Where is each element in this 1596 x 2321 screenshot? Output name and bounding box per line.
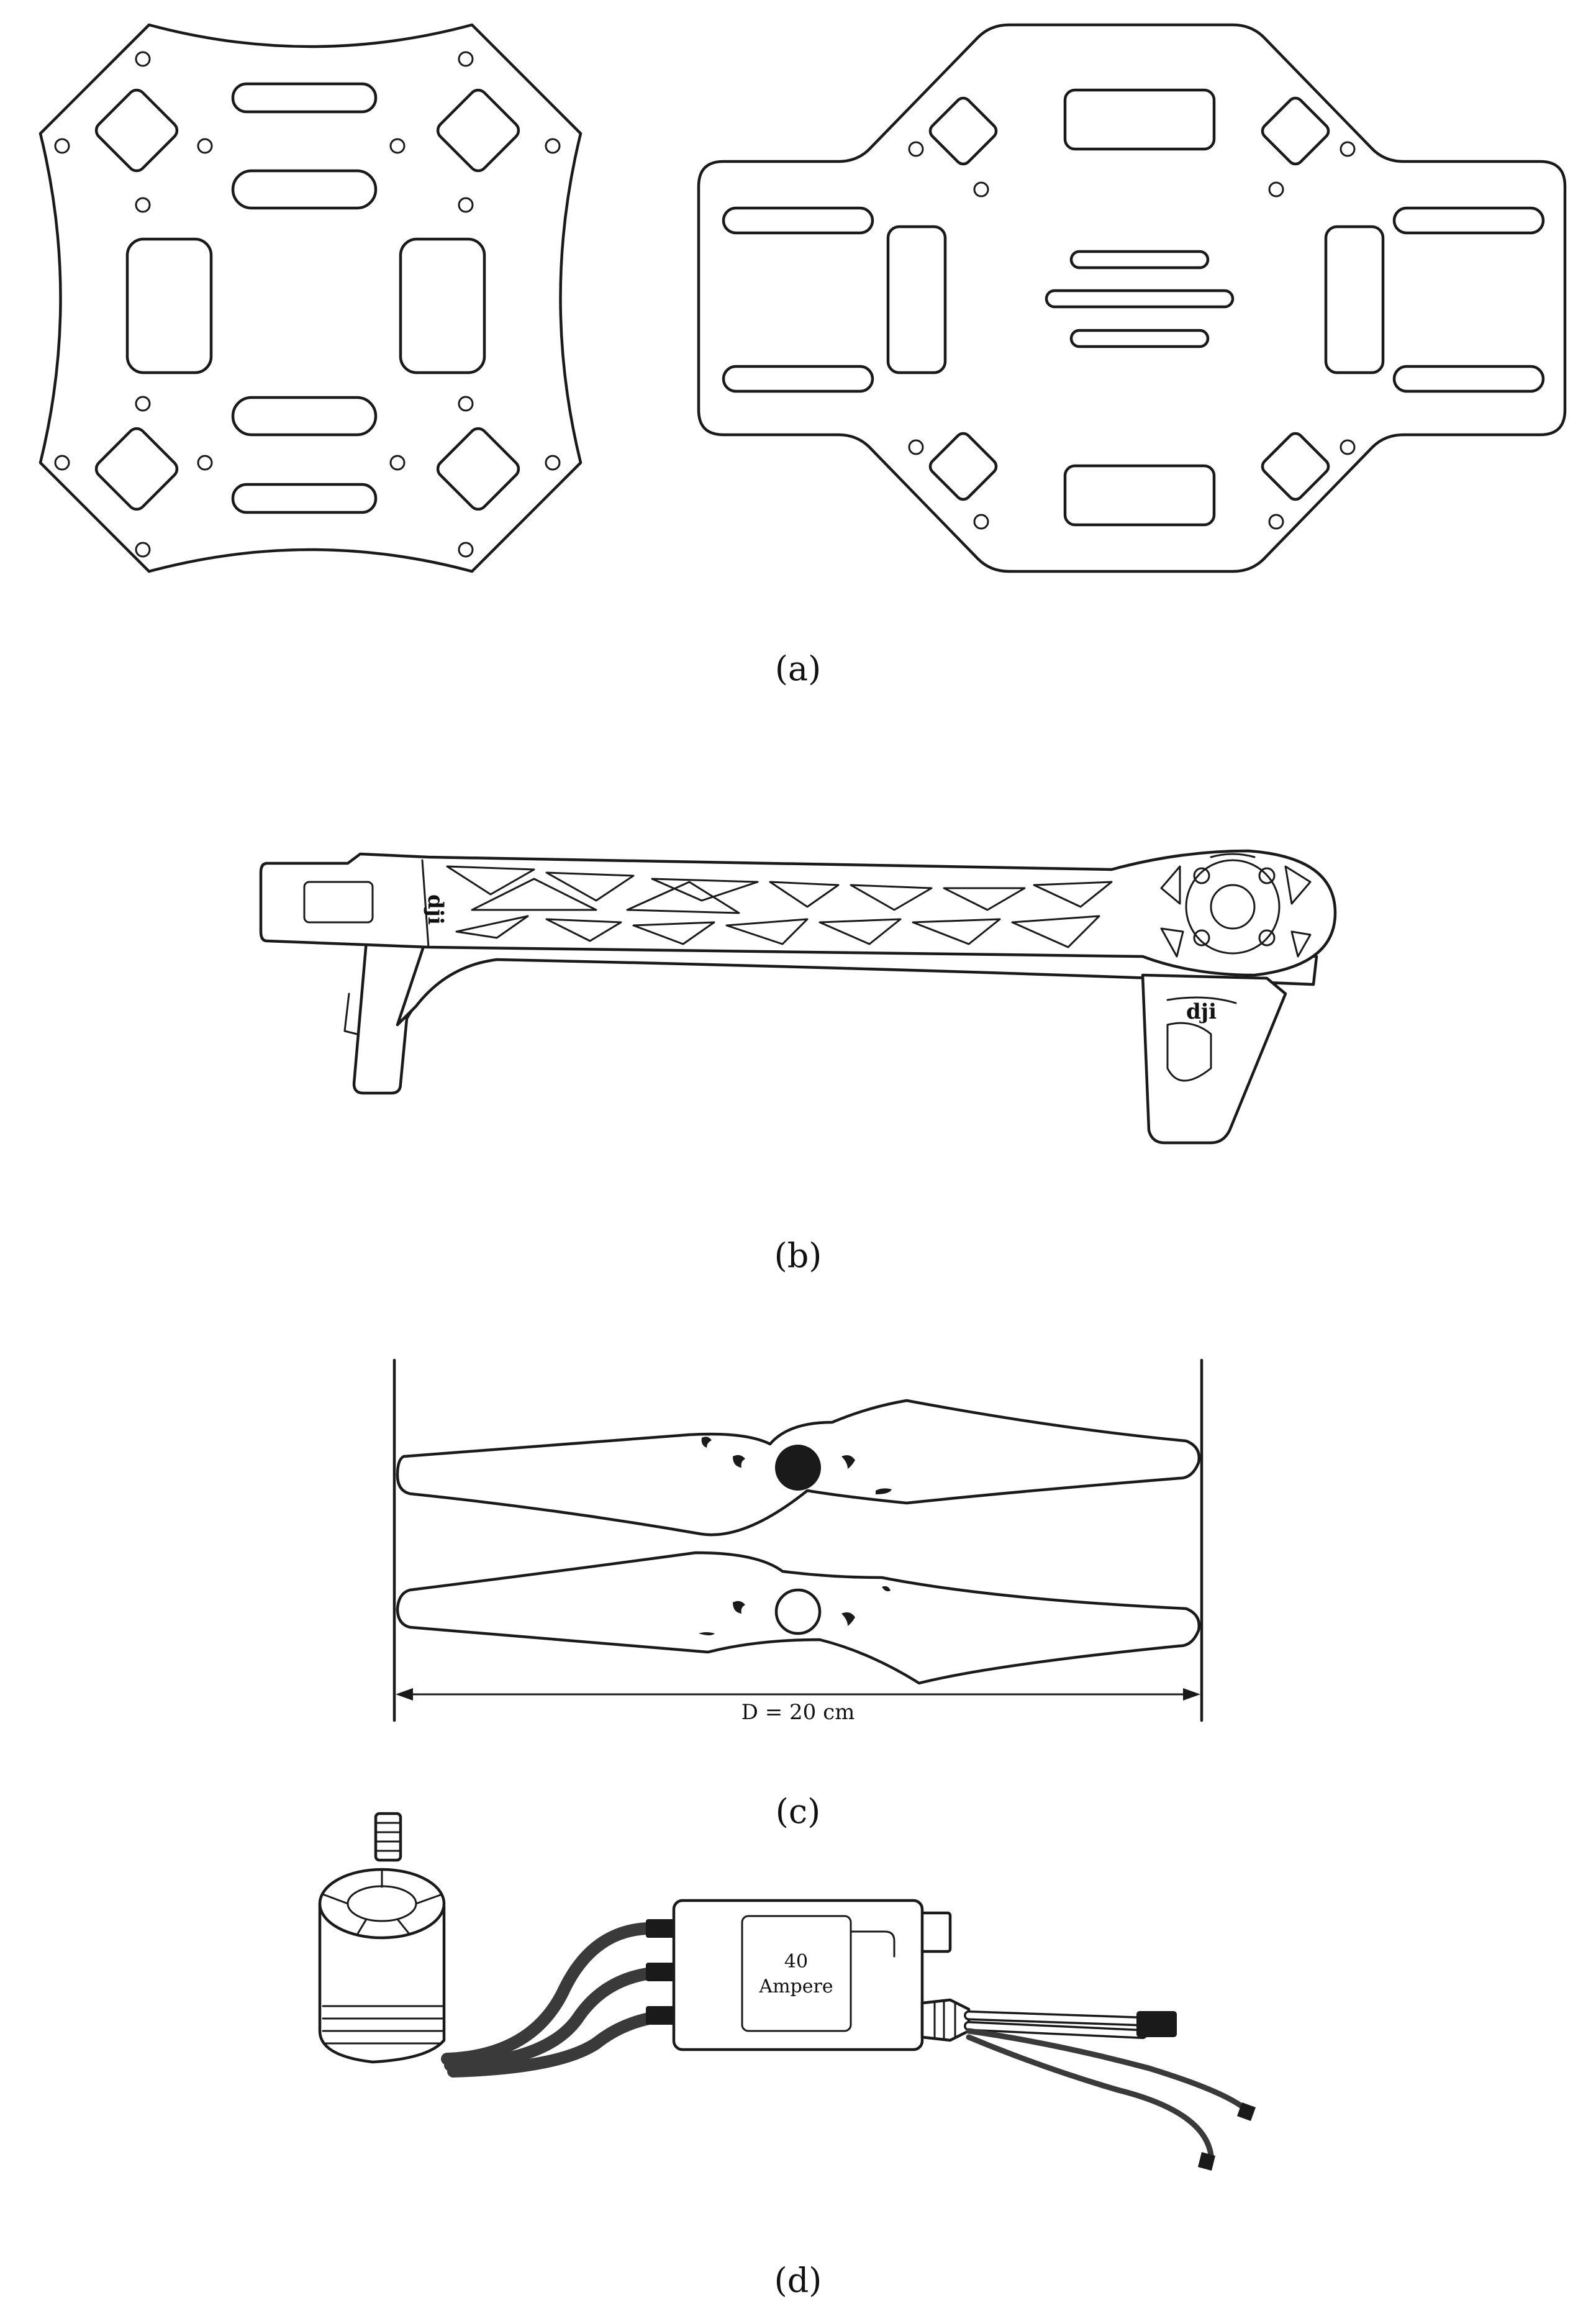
plate-slot	[231, 483, 378, 514]
plate-holes	[54, 51, 561, 558]
propeller-diagram: D = 20 cm	[392, 1358, 1204, 1725]
plate-diamond-cutout	[1261, 432, 1330, 501]
motor-esc-diagram: 40 Ampere	[318, 1812, 1256, 2171]
power-connector-icon	[1198, 2152, 1215, 2171]
arm-landing-leg	[1141, 973, 1287, 1145]
plate-diamond-cutout	[436, 88, 520, 173]
caption-d: (d)	[774, 2261, 822, 2300]
plate-holes	[908, 141, 1356, 530]
plate-diamond-cutout	[928, 96, 998, 166]
phase-cable	[441, 1922, 683, 2065]
plate-slot	[1324, 225, 1385, 375]
power-lead	[966, 2034, 1214, 2158]
square-center-plate	[39, 23, 583, 573]
esc-connector-block	[917, 1911, 952, 1953]
wide-bottom-plate	[697, 23, 1567, 573]
plate-rect-cutout	[125, 237, 213, 375]
plate-rect-cutout	[1063, 88, 1216, 151]
plate-diamond-cutout	[928, 432, 998, 501]
plate-slot	[1392, 206, 1545, 235]
plate-diamond-cutout	[1261, 96, 1330, 166]
power-lead	[966, 2028, 1251, 2115]
plate-slot	[722, 206, 874, 235]
frame-arm: dji	[259, 849, 1337, 1145]
plate-slot	[722, 365, 874, 393]
motor-shaft	[374, 1812, 402, 1862]
arrow-left-icon	[396, 1688, 413, 1701]
plate-slot	[231, 82, 378, 114]
plate-slot	[231, 396, 378, 437]
caption-b: (b)	[774, 1236, 822, 1275]
propeller-top-hub-icon	[775, 1445, 821, 1491]
power-connector-icon	[1237, 2102, 1256, 2121]
arm-motor-mount	[1160, 853, 1312, 958]
prop-dimension-label: D = 20 cm	[741, 1700, 855, 1725]
caption-a: (a)	[775, 649, 821, 688]
arrow-right-icon	[1183, 1688, 1200, 1701]
arm-lattice-cutouts	[446, 865, 1113, 948]
esc-label-panel	[741, 1915, 852, 2032]
phase-cable	[444, 1966, 683, 2071]
propeller-bottom-hub-icon	[774, 1588, 822, 1635]
plate-slot	[231, 169, 378, 210]
leg-brand-mark-icon: dji	[1186, 999, 1217, 1024]
propeller-bottom-blade	[396, 1551, 1201, 1685]
esc-unit: 40 Ampere	[672, 1899, 971, 2051]
plate-diamond-cutout	[94, 427, 179, 511]
esc-body	[672, 1899, 924, 2051]
esc-rating-value: 40	[784, 1951, 808, 1973]
plate-rect-cutout	[1063, 464, 1216, 527]
signal-connector-icon	[1136, 2011, 1177, 2037]
plate-diamond-cutout	[94, 88, 179, 173]
esc-output-plug	[920, 1998, 971, 2042]
square-plate-outline	[39, 23, 583, 573]
plate-slot	[1392, 365, 1545, 393]
plate-slot	[1045, 289, 1235, 309]
wide-plate-outline	[697, 23, 1567, 573]
plate-slot	[1069, 329, 1210, 348]
plate-diamond-cutout	[436, 427, 520, 511]
arm-base-pad	[303, 881, 374, 924]
motor-top-cap	[318, 1868, 446, 1940]
esc-rating-unit: Ampere	[758, 1976, 833, 1997]
brushless-motor	[318, 1812, 446, 2064]
plate-slot	[1069, 250, 1210, 270]
caption-c: (c)	[776, 1792, 820, 1831]
arm-brand-mark-icon: dji	[423, 894, 448, 925]
plate-rect-cutout	[399, 237, 486, 375]
plate-slot	[886, 225, 947, 375]
